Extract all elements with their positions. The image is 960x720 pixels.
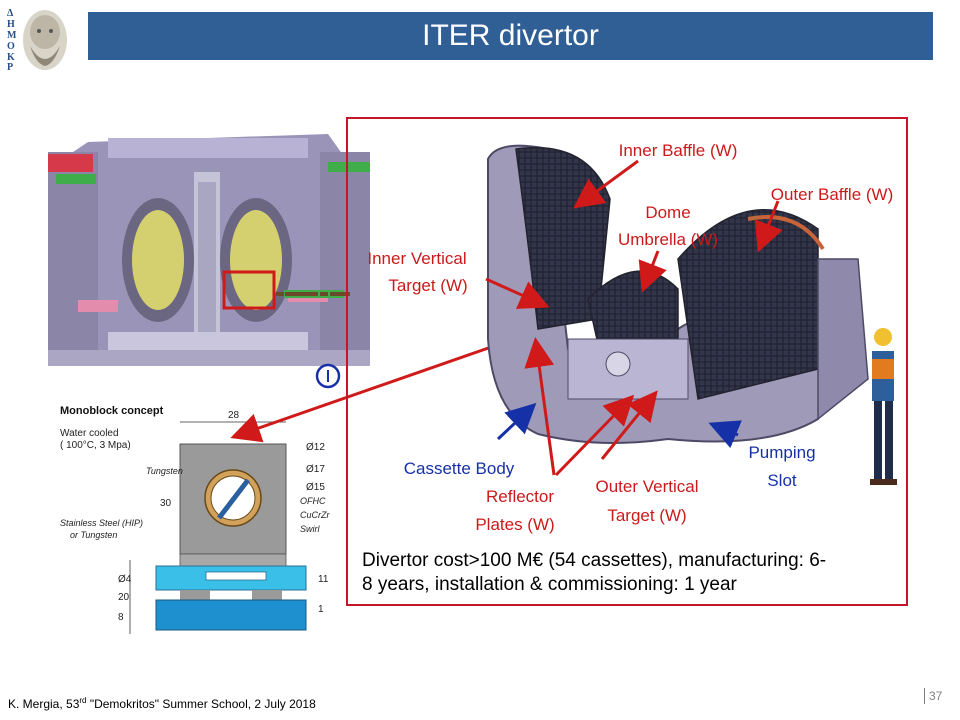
divertor-cost-text: Divertor cost>100 M€ (54 cassettes), man… — [362, 549, 902, 597]
label-outer-vertical-line1: Outer Vertical — [595, 477, 699, 496]
dia-12: Ø12 — [306, 442, 325, 453]
svg-text:Η: Η — [7, 19, 15, 30]
dim-20: 20 — [118, 592, 130, 603]
label-reflector-line2: Plates (W) — [475, 515, 555, 534]
footer-event: "Demokritos" Summer School, 2 July 2018 — [86, 697, 316, 711]
monoblock-title: Monoblock concept — [60, 405, 164, 417]
ofhc-label: OFHC — [300, 496, 326, 506]
label-pumping-line2: Slot — [767, 471, 797, 490]
svg-text:Δ: Δ — [7, 8, 14, 19]
stainless-line1: Stainless Steel (HIP) — [60, 518, 143, 528]
dia-4: Ø4 — [118, 574, 132, 585]
dim-30: 30 — [160, 498, 172, 509]
footer-ordinal: rd — [79, 696, 87, 705]
worker-figure — [870, 328, 897, 485]
label-outer-vertical-line2: Target (W) — [607, 506, 687, 525]
label-inner-vertical-line2: Target (W) — [388, 276, 468, 295]
label-pumping-line1: Pumping — [748, 443, 816, 462]
svg-text:Κ: Κ — [7, 52, 15, 63]
label-inner-vertical-line1: Inner Vertical — [367, 249, 467, 268]
cucrzr-label: CuCrZr — [300, 510, 330, 520]
dim-11: 11 — [318, 574, 329, 585]
label-inner-baffle: Inner Baffle (W) — [618, 141, 738, 160]
swirl-label: Swirl — [300, 524, 320, 534]
label-dome-line2: Umbrella (W) — [617, 230, 719, 249]
dia-15: Ø15 — [306, 482, 325, 493]
svg-text:Ο: Ο — [7, 41, 15, 52]
footer-author: K. Mergia, 53 — [8, 697, 80, 711]
divertor-cassette-panel: Inner Baffle (W) Outer Baffle (W) Dome U… — [346, 117, 908, 606]
slide-title: ITER divertor — [422, 19, 599, 52]
svg-text:Μ: Μ — [7, 30, 17, 41]
cooling-line2: ( 100°C, 3 Mpa) — [60, 440, 131, 451]
label-dome-line1: Dome — [645, 203, 691, 222]
divertor-cassette-image — [485, 144, 897, 485]
label-cassette-body: Cassette Body — [403, 459, 515, 478]
monoblock-concept-diagram: Monoblock concept Water cooled ( 100°C, … — [56, 400, 348, 638]
title-bar: ITER divertor — [88, 12, 933, 60]
tungsten-label: Tungsten — [146, 466, 183, 476]
dia-17: Ø17 — [306, 464, 325, 475]
cost-line2: 8 years, installation & commissioning: 1… — [362, 574, 737, 595]
page-number: 37 — [924, 688, 942, 704]
cooling-line1: Water cooled — [60, 428, 119, 439]
dim-8: 8 — [118, 612, 124, 623]
footer-citation: K. Mergia, 53rd "Demokritos" Summer Scho… — [8, 696, 316, 711]
label-outer-baffle: Outer Baffle (W) — [770, 185, 894, 204]
cost-line1: Divertor cost>100 M€ (54 cassettes), man… — [362, 550, 827, 571]
stainless-line2: or Tungsten — [70, 530, 117, 540]
iter-tokamak-image — [48, 122, 370, 400]
svg-text:Ρ: Ρ — [7, 62, 13, 72]
dim-1: 1 — [318, 604, 324, 615]
label-reflector-line1: Reflector — [485, 487, 555, 506]
